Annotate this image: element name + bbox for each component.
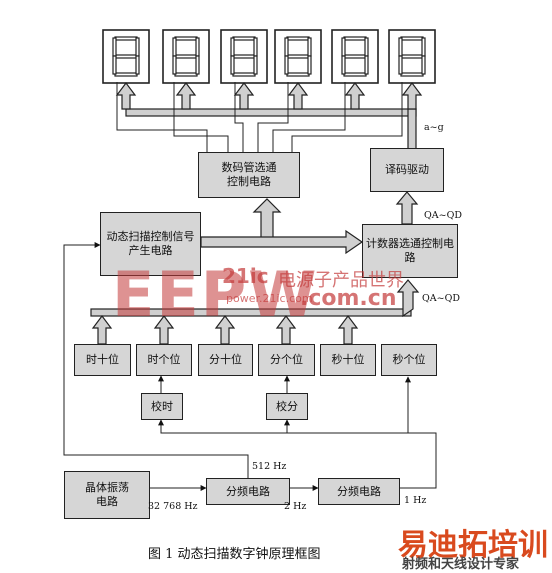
- logo-main: 易迪拓培训: [398, 528, 548, 563]
- seg-ctrl-block: 数码管选通 控制电路: [198, 152, 300, 198]
- sec-units-counter: 秒个位: [381, 344, 437, 376]
- seven-segment-digit: [274, 29, 322, 84]
- arrow-counter-to-decoder: [395, 191, 419, 225]
- segment-bus-bar: [125, 108, 417, 117]
- logo-sub: 射频和天线设计专家: [402, 557, 520, 572]
- set-hour-block: 校时: [141, 393, 183, 420]
- set-min-block: 校分: [266, 393, 308, 420]
- seven-segment-digit: [388, 29, 436, 84]
- decoder-bus-vertical: [407, 108, 417, 150]
- seven-segment-digit: [331, 29, 379, 84]
- arrow-bus-to-counter: [396, 279, 420, 318]
- clock-1hz-wire: [158, 419, 437, 489]
- watermark-eepw: EEPW: [112, 258, 319, 331]
- clock-512hz-wire: [63, 242, 249, 478]
- arrow-scan-to-counter: [200, 229, 364, 255]
- freq-32768hz-label: 32 768 Hz: [148, 501, 198, 512]
- bus-arrow-to-digit: [115, 82, 137, 110]
- scan-gen-block: 动态扫描控制信号 产生电路: [100, 212, 201, 276]
- min-units-counter: 分个位: [258, 344, 315, 376]
- freq-1hz-label: 1 Hz: [404, 495, 427, 506]
- qa-qd-top-label: QA~QD: [424, 210, 463, 221]
- counter-input-bus: [90, 308, 412, 317]
- freq-512hz-label: 512 Hz: [252, 461, 287, 472]
- figure-caption: 图 1 动态扫描数字钟原理框图: [148, 547, 321, 562]
- hour-tens-counter: 时十位: [74, 344, 131, 376]
- seven-segment-digit: [102, 29, 150, 84]
- counter-arrow-to-bus: [275, 315, 297, 345]
- watermark-cn: 电源子产品世界: [278, 270, 404, 291]
- bus-arrow-to-digit: [233, 82, 255, 110]
- counter-sel-block: 计数器选通控制电 路: [362, 224, 458, 278]
- qa-qd-bottom-label: QA~QD: [422, 293, 461, 304]
- digit-select-lines: [116, 82, 403, 152]
- bus-arrow-to-digit: [175, 82, 197, 110]
- counter-arrow-to-bus: [214, 315, 236, 345]
- counter-arrow-to-bus: [91, 315, 113, 345]
- bus-arrow-to-digit: [401, 82, 423, 110]
- hour-units-counter: 时个位: [136, 344, 192, 376]
- watermark-21ic: 21ic: [222, 264, 269, 288]
- crystal-oscillator-block: 晶体振荡 电路: [64, 471, 150, 519]
- bus-arrow-to-digit: [344, 82, 366, 110]
- freq-2hz-label: 2 Hz: [284, 501, 307, 512]
- divider-block-1: 分频电路: [206, 478, 290, 505]
- watermark-url2: .com.cn: [300, 286, 397, 311]
- seven-segment-digit: [162, 29, 210, 84]
- min-tens-counter: 分十位: [198, 344, 253, 376]
- arrow-scan-to-segctrl: [252, 198, 282, 243]
- seven-segment-digit: [220, 29, 268, 84]
- counter-arrow-to-bus: [153, 315, 175, 345]
- sec-tens-counter: 秒十位: [320, 344, 376, 376]
- a-to-g-label: a~g: [424, 122, 444, 133]
- divider-block-2: 分频电路: [318, 478, 400, 505]
- bus-arrow-to-digit: [287, 82, 309, 110]
- decoder-block: 译码驱动: [370, 148, 444, 192]
- counter-arrow-to-bus: [337, 315, 359, 345]
- watermark-url1: power.21ic.com: [226, 292, 313, 305]
- seven-segment-displays: [102, 29, 436, 84]
